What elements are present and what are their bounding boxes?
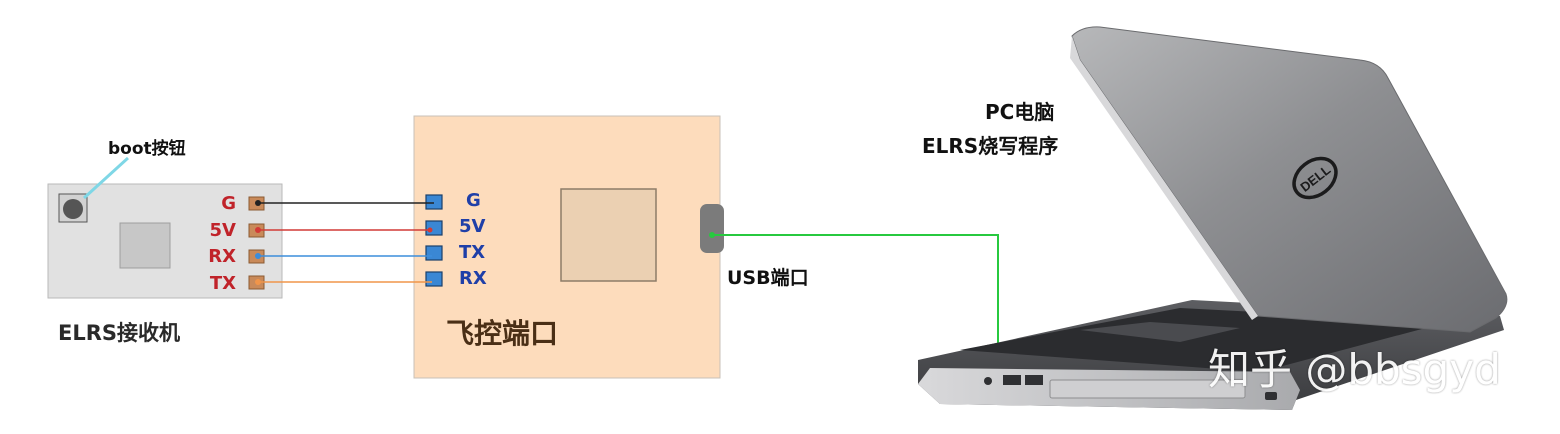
- receiver-pin-tx: TX: [209, 273, 236, 294]
- laptop-icon: DELL: [918, 26, 1508, 410]
- pc-title: PC电脑: [985, 100, 1055, 124]
- usb-slot-1: [1003, 375, 1021, 385]
- fc-pin-g: G: [466, 190, 481, 211]
- watermark: 知乎 @bbsgyd: [1208, 345, 1501, 394]
- boot-button-label: boot按钮: [108, 139, 186, 159]
- pc-software-label: ELRS烧写程序: [922, 134, 1059, 158]
- receiver-pin-g: G: [221, 193, 236, 214]
- receiver-pin-rx: RX: [208, 246, 236, 267]
- receiver-pin-5v: 5V: [209, 220, 236, 241]
- touchpad: [1080, 322, 1240, 342]
- keyboard: [960, 308, 1448, 372]
- receiver-board: [47, 156, 283, 299]
- dvd-drive: [1049, 379, 1246, 399]
- usb-port-icon: [700, 204, 724, 253]
- fc-pin-5v: 5V: [459, 216, 486, 237]
- flight-controller-board: [413, 115, 724, 379]
- receiver-title: ELRS接收机: [58, 321, 181, 345]
- usb-port-label: USB端口: [727, 267, 809, 289]
- fc-pin-rx: RX: [459, 268, 487, 289]
- flight-controller-title: 飞控端口: [446, 317, 559, 350]
- boot-button-icon: [58, 193, 88, 223]
- fc-chip: [560, 188, 657, 282]
- boot-pointer-line: [82, 156, 130, 200]
- wires: [255, 200, 999, 376]
- receiver-chip: [119, 222, 171, 269]
- wire-usb: [712, 234, 999, 376]
- usb-slot-2: [1025, 375, 1043, 385]
- fc-pin-tx: TX: [459, 242, 486, 263]
